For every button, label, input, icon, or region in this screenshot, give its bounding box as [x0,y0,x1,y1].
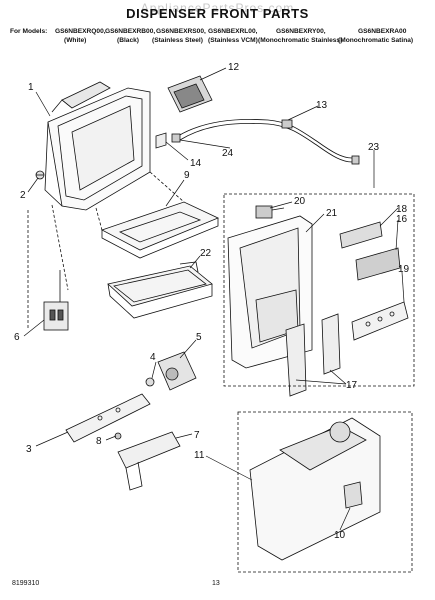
part-chute-11 [249,417,381,561]
finish-3: (Stainless VCM) [208,37,258,44]
page-number: 13 [212,580,220,587]
callout-4: 4 [150,352,156,363]
part-clip-14 [155,132,167,149]
model-1: GS6NBEXRB00, [105,28,156,35]
callout-7: 7 [194,430,200,441]
part-trim-17 [285,313,341,397]
finish-2: (Stainless Steel) [152,37,203,44]
part-lever-7 [117,431,181,491]
part-housing [44,81,151,211]
finish-0: (White) [64,37,87,44]
finish-1: (Black) [117,37,139,44]
model-2: GS6NBEXRS00, [156,28,206,35]
callout-21: 21 [326,208,338,219]
callout-20: 20 [294,196,306,207]
part-screw-2 [35,170,45,180]
part-tray-9 [100,201,219,259]
part-overlay-19 [351,301,409,341]
part-screw-8 [114,432,122,440]
part-wire-harness [171,118,360,165]
page-title: DISPENSER FRONT PARTS [126,6,309,21]
models-label: For Models: [10,28,48,35]
part-lever-20 [255,205,285,219]
callout-10: 10 [334,530,346,541]
callout-14: 14 [190,158,202,169]
watermark: AppliancePartsPros.com [140,1,295,15]
model-5: GS6NBEXRA00 [358,28,407,35]
part-module-6 [43,270,69,331]
part-drip-tray-22 [107,261,213,319]
callout-numbers: 1 2 3 4 5 6 7 8 9 10 11 12 13 14 16 17 1… [14,62,410,541]
box-11 [237,411,413,573]
box-23 [223,193,415,387]
callout-17: 17 [346,380,358,391]
callout-8: 8 [96,436,102,447]
callout-12: 12 [228,62,240,73]
callout-leaders [23,67,405,531]
part-control-board [167,75,213,113]
model-3: GS6NBEXRL00, [208,28,258,35]
doc-number: 8199310 [12,580,40,587]
model-0: GS6NBEXRQ00, [55,28,106,35]
part-spout-10 [343,481,363,509]
callout-16: 16 [396,214,408,225]
callout-5: 5 [196,332,202,343]
callout-3: 3 [26,444,32,455]
part-gear-4 [145,377,155,387]
finish-4: (Monochromatic Stainless) [258,37,343,44]
callout-13: 13 [316,100,328,111]
callout-24: 24 [222,148,234,159]
callout-2: 2 [20,190,26,201]
guide-lines [27,171,185,330]
finish-5: (Monochromatic Satina) [338,37,414,44]
part-bracket-3 [65,393,151,443]
callout-23: 23 [368,142,380,153]
model-4: GS6NBEXRY00, [276,28,326,35]
callout-22: 22 [200,248,212,259]
callout-9: 9 [184,170,190,181]
callout-11: 11 [194,450,205,461]
callout-6: 6 [14,332,20,343]
callout-18: 18 [396,204,408,215]
callout-19: 19 [398,264,410,275]
callout-1: 1 [28,82,34,93]
part-motor-5 [157,351,197,391]
part-board-18 [339,221,383,249]
part-board-16 [355,247,401,281]
